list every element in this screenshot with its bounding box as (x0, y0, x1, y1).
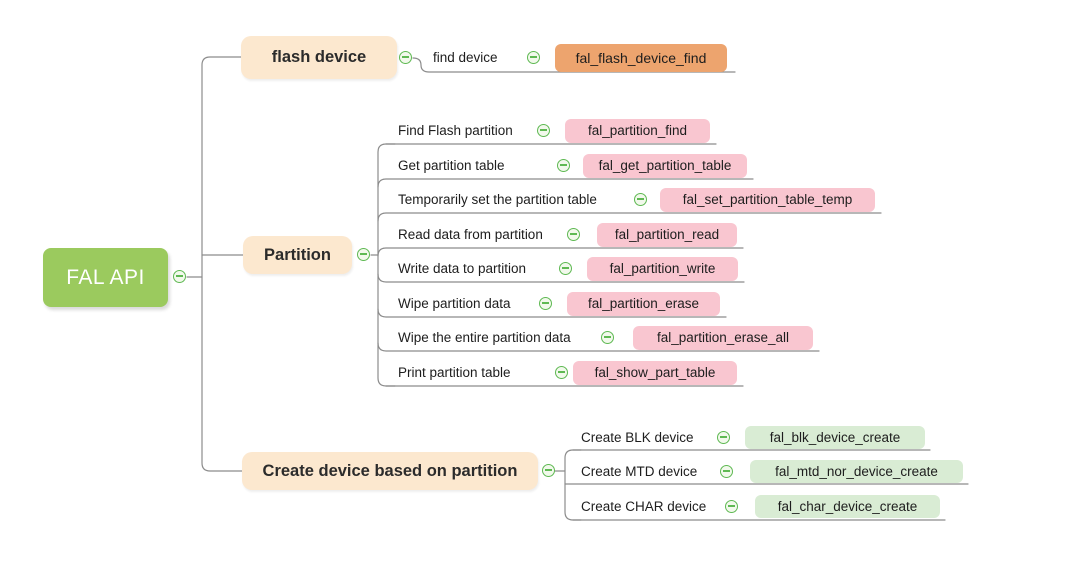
topic-find-flash-partition[interactable]: Find Flash partition (398, 123, 513, 138)
collapse-icon-create-char-device[interactable] (725, 500, 738, 513)
topic-create-char-device[interactable]: Create CHAR device (581, 499, 707, 514)
collapse-icon-read-data-from-partition[interactable] (567, 228, 580, 241)
topic-temporarily-set-partition-table[interactable]: Temporarily set the partition table (398, 192, 597, 207)
topic-create-mtd-device[interactable]: Create MTD device (581, 464, 698, 479)
collapse-icon-wipe-entire-partition-data[interactable] (601, 331, 614, 344)
collapse-icon-create-mtd-device[interactable] (720, 465, 733, 478)
root-node-fal-api[interactable]: FAL API (43, 248, 168, 307)
root-node-label: FAL API (66, 265, 145, 289)
api-node-fal-partition-erase-all[interactable]: fal_partition_erase_all (633, 326, 813, 350)
api-node-fal-partition-erase[interactable]: fal_partition_erase (567, 292, 720, 316)
topic-write-data-to-partition[interactable]: Write data to partition (398, 261, 527, 276)
api-node-fal-partition-find[interactable]: fal_partition_find (565, 119, 710, 143)
branch-node-label: flash device (271, 48, 367, 66)
api-node-fal-partition-write[interactable]: fal_partition_write (587, 257, 738, 281)
api-node-fal-partition-read[interactable]: fal_partition_read (597, 223, 737, 247)
topic-get-partition-table[interactable]: Get partition table (398, 158, 505, 173)
api-node-fal-char-device-create[interactable]: fal_char_device_create (755, 495, 940, 518)
collapse-icon-get-partition-table[interactable] (557, 159, 570, 172)
api-node-fal-flash-device-find[interactable]: fal_flash_device_find (555, 44, 727, 72)
topic-print-partition-table[interactable]: Print partition table (398, 365, 511, 380)
collapse-icon-wipe-partition-data[interactable] (539, 297, 552, 310)
topic-create-blk-device[interactable]: Create BLK device (581, 430, 694, 445)
collapse-icon-write-data-to-partition[interactable] (559, 262, 572, 275)
api-node-fal-mtd-nor-device-create[interactable]: fal_mtd_nor_device_create (750, 460, 963, 483)
collapse-icon-print-partition-table[interactable] (555, 366, 568, 379)
collapse-icon-create-blk-device[interactable] (717, 431, 730, 444)
branch-node-create-device-based-on-partition[interactable]: Create device based on partition (242, 452, 538, 490)
topic-wipe-partition-data[interactable]: Wipe partition data (398, 296, 511, 311)
collapse-icon-temporarily-set-partition-table[interactable] (634, 193, 647, 206)
branch-node-flash-device[interactable]: flash device (241, 36, 397, 79)
api-node-fal-set-partition-table-temp[interactable]: fal_set_partition_table_temp (660, 188, 875, 212)
branch-node-label: Partition (264, 245, 331, 264)
collapse-icon-root[interactable] (173, 270, 186, 283)
api-node-fal-blk-device-create[interactable]: fal_blk_device_create (745, 426, 925, 449)
collapse-icon-partition[interactable] (357, 248, 370, 261)
api-node-fal-get-partition-table[interactable]: fal_get_partition_table (583, 154, 747, 178)
collapse-icon-create-device[interactable] (542, 464, 555, 477)
api-node-fal-show-part-table[interactable]: fal_show_part_table (573, 361, 737, 385)
branch-node-label: Create device based on partition (262, 461, 518, 480)
topic-find-device[interactable]: find device (433, 50, 498, 65)
collapse-icon-flash-device[interactable] (399, 51, 412, 64)
collapse-icon-find-flash-partition[interactable] (537, 124, 550, 137)
topic-read-data-from-partition[interactable]: Read data from partition (398, 227, 543, 242)
topic-wipe-entire-partition-data[interactable]: Wipe the entire partition data (398, 330, 571, 345)
collapse-icon-find-device[interactable] (527, 51, 540, 64)
branch-node-partition[interactable]: Partition (243, 236, 352, 274)
